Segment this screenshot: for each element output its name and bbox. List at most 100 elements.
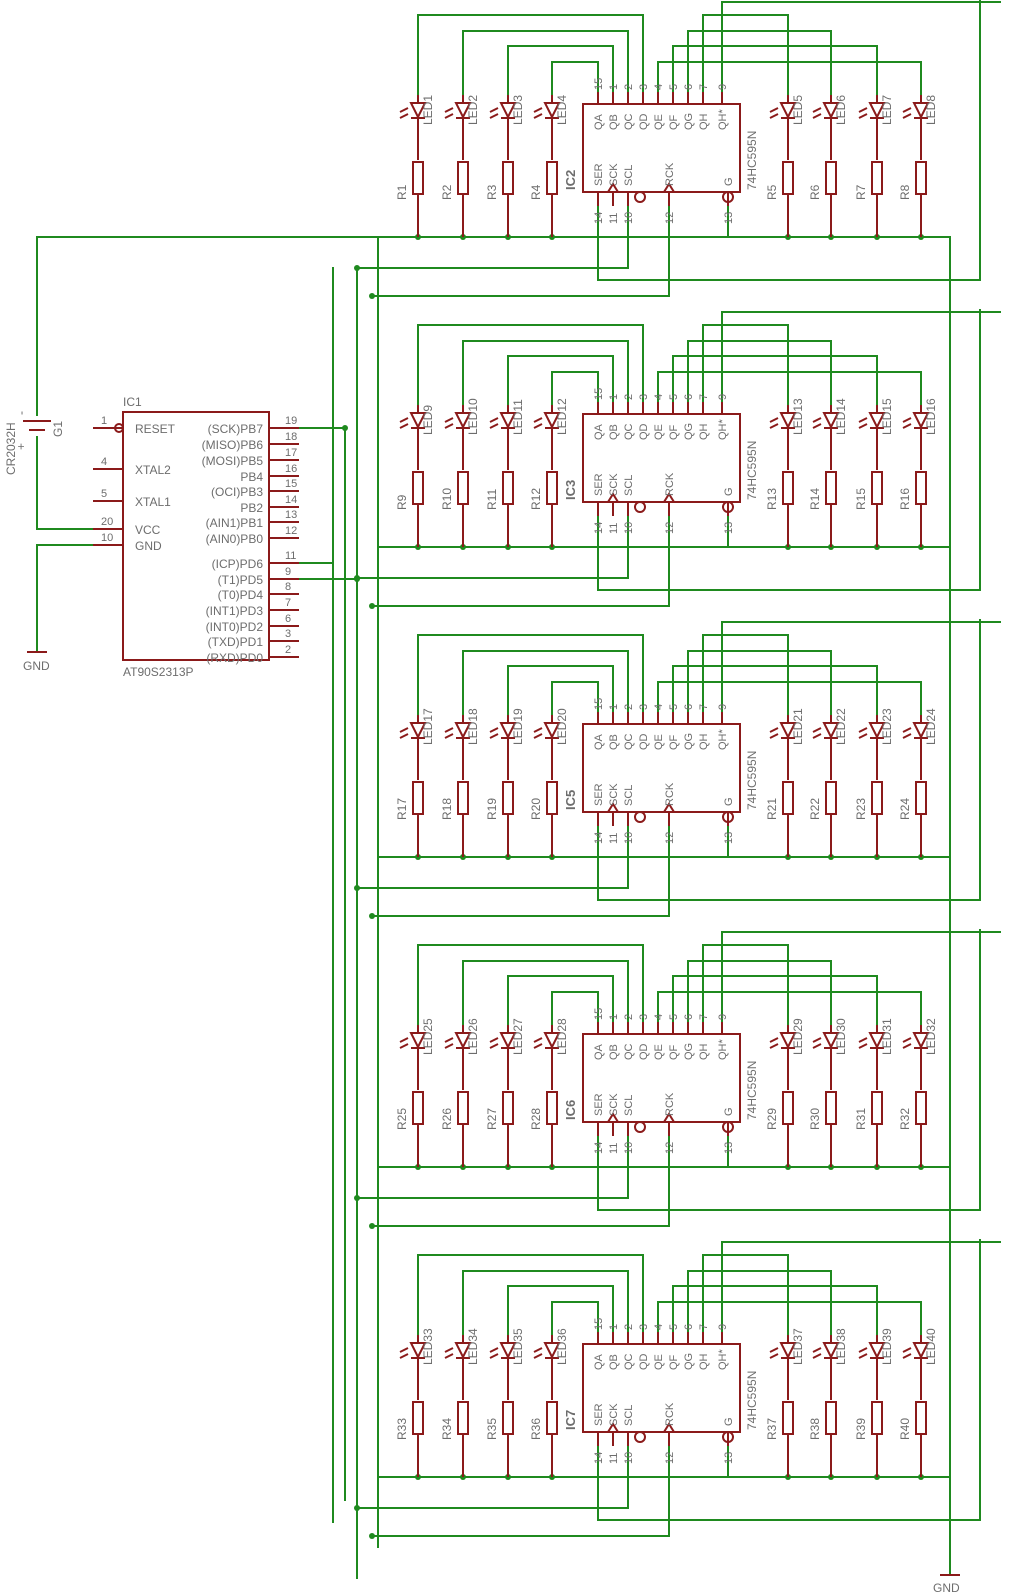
- led-label: LED8: [924, 95, 938, 125]
- pin-number: 4: [653, 394, 665, 400]
- pin-number: 2: [623, 1014, 635, 1020]
- mcu-pin-number: 18: [285, 431, 297, 443]
- pin-label: QH: [698, 1043, 710, 1060]
- led-diode: [499, 722, 517, 740]
- resistor-label: R27: [485, 1108, 499, 1130]
- led-arrow: [444, 1347, 454, 1353]
- led-arrow: [489, 417, 499, 423]
- led-label: LED29: [791, 1018, 805, 1055]
- led-arrow: [769, 417, 779, 423]
- pin-label: QG: [683, 1353, 695, 1370]
- resistor-label: R13: [765, 488, 779, 510]
- led-arrow: [902, 1037, 912, 1043]
- led-diode: [868, 1342, 886, 1360]
- led-arrow: [489, 423, 499, 429]
- pin-label: QD: [638, 1043, 650, 1060]
- pin-number: 9: [717, 394, 729, 400]
- led-arrow: [444, 423, 454, 429]
- led-arrow: [769, 1347, 779, 1353]
- rck-wire: [371, 1445, 670, 1537]
- mcu-body: [122, 411, 270, 661]
- resistor-body: [546, 161, 558, 195]
- led-arrow: [812, 113, 822, 119]
- led-label: LED39: [880, 1328, 894, 1365]
- led-diode: [779, 1342, 797, 1360]
- led-arrow: [444, 107, 454, 113]
- pin-label: QA: [593, 733, 605, 750]
- mcu-pin-label: RESET: [135, 422, 176, 436]
- resistor-body: [915, 781, 927, 815]
- pin-number: 13: [723, 522, 735, 534]
- pin-label: SCL: [623, 785, 635, 806]
- pin-label: QH*: [717, 729, 729, 751]
- junction-dot: [354, 576, 360, 582]
- led-arrow: [858, 113, 868, 119]
- led-arrow: [858, 423, 868, 429]
- ic-name: IC6: [563, 1100, 578, 1120]
- resistor-body: [412, 161, 424, 195]
- led-arrow: [769, 1043, 779, 1049]
- battery-plus: +: [14, 443, 28, 450]
- pin-number: 4: [653, 704, 665, 710]
- led-label: LED34: [466, 1328, 480, 1365]
- led-label: LED15: [880, 398, 894, 435]
- resistor-body: [412, 1091, 424, 1125]
- led-arrow: [399, 113, 409, 119]
- resistor-body: [502, 161, 514, 195]
- led-diode: [822, 722, 840, 740]
- mcu-pin-number: 20: [101, 516, 113, 528]
- led-arrow: [533, 733, 543, 739]
- mcu-pin-label: (RXD)PD0: [206, 651, 263, 665]
- led-arrow: [858, 733, 868, 739]
- led-wire: [462, 960, 629, 1026]
- resistor-body: [782, 1091, 794, 1125]
- led-label: LED17: [421, 708, 435, 745]
- mcu-pin-label: (T1)PD5: [218, 573, 264, 587]
- mcu-part: AT90S2313P: [123, 665, 194, 679]
- led-label: LED11: [511, 399, 525, 435]
- shift-register-body: [582, 103, 741, 193]
- inversion-bubble: [634, 1121, 646, 1133]
- led-wire: [702, 1254, 789, 1336]
- led-arrow: [533, 417, 543, 423]
- led-wire: [507, 665, 614, 716]
- battery-minus: -: [14, 411, 28, 415]
- pin-number: 9: [717, 84, 729, 90]
- led-diode: [543, 102, 561, 120]
- resistor-body: [825, 781, 837, 815]
- led-label: LED26: [466, 1018, 480, 1055]
- clock-marker: [662, 1112, 676, 1123]
- led-label: LED30: [834, 1018, 848, 1055]
- led-label: LED37: [791, 1328, 805, 1365]
- pin-label: G: [723, 1417, 735, 1426]
- led-label: LED5: [791, 95, 805, 125]
- led-label: LED33: [421, 1328, 435, 1365]
- resistor-label: R26: [440, 1108, 454, 1130]
- junction-dot: [369, 1533, 375, 1539]
- led-arrow: [489, 107, 499, 113]
- pin-label: RCK: [664, 472, 676, 496]
- mcu-pin-number: 7: [285, 597, 291, 609]
- led-wire: [687, 340, 832, 406]
- resistor-label: R32: [898, 1108, 912, 1130]
- mcu-pin-number: 16: [285, 463, 297, 475]
- led-label: LED16: [924, 398, 938, 435]
- led-diode: [779, 722, 797, 740]
- inversion-bubble: [634, 191, 646, 203]
- shift-register-body: [582, 1343, 741, 1433]
- ser-wire: [597, 929, 981, 1211]
- ser-wire: [597, 309, 981, 591]
- led-arrow: [399, 727, 409, 733]
- pin-label: QB: [608, 1354, 620, 1370]
- pin-number: 15: [593, 1318, 605, 1330]
- pin-label: G: [723, 487, 735, 496]
- led-arrow: [489, 1037, 499, 1043]
- pin-number: 5: [668, 704, 680, 710]
- led-diode: [912, 722, 930, 740]
- mcu-pin-number: 15: [285, 478, 297, 490]
- led-wire: [657, 1301, 922, 1336]
- pin-number: 6: [683, 1014, 695, 1020]
- resistor-body: [915, 471, 927, 505]
- led-wire: [672, 975, 878, 1026]
- pin-label: RCK: [664, 1092, 676, 1116]
